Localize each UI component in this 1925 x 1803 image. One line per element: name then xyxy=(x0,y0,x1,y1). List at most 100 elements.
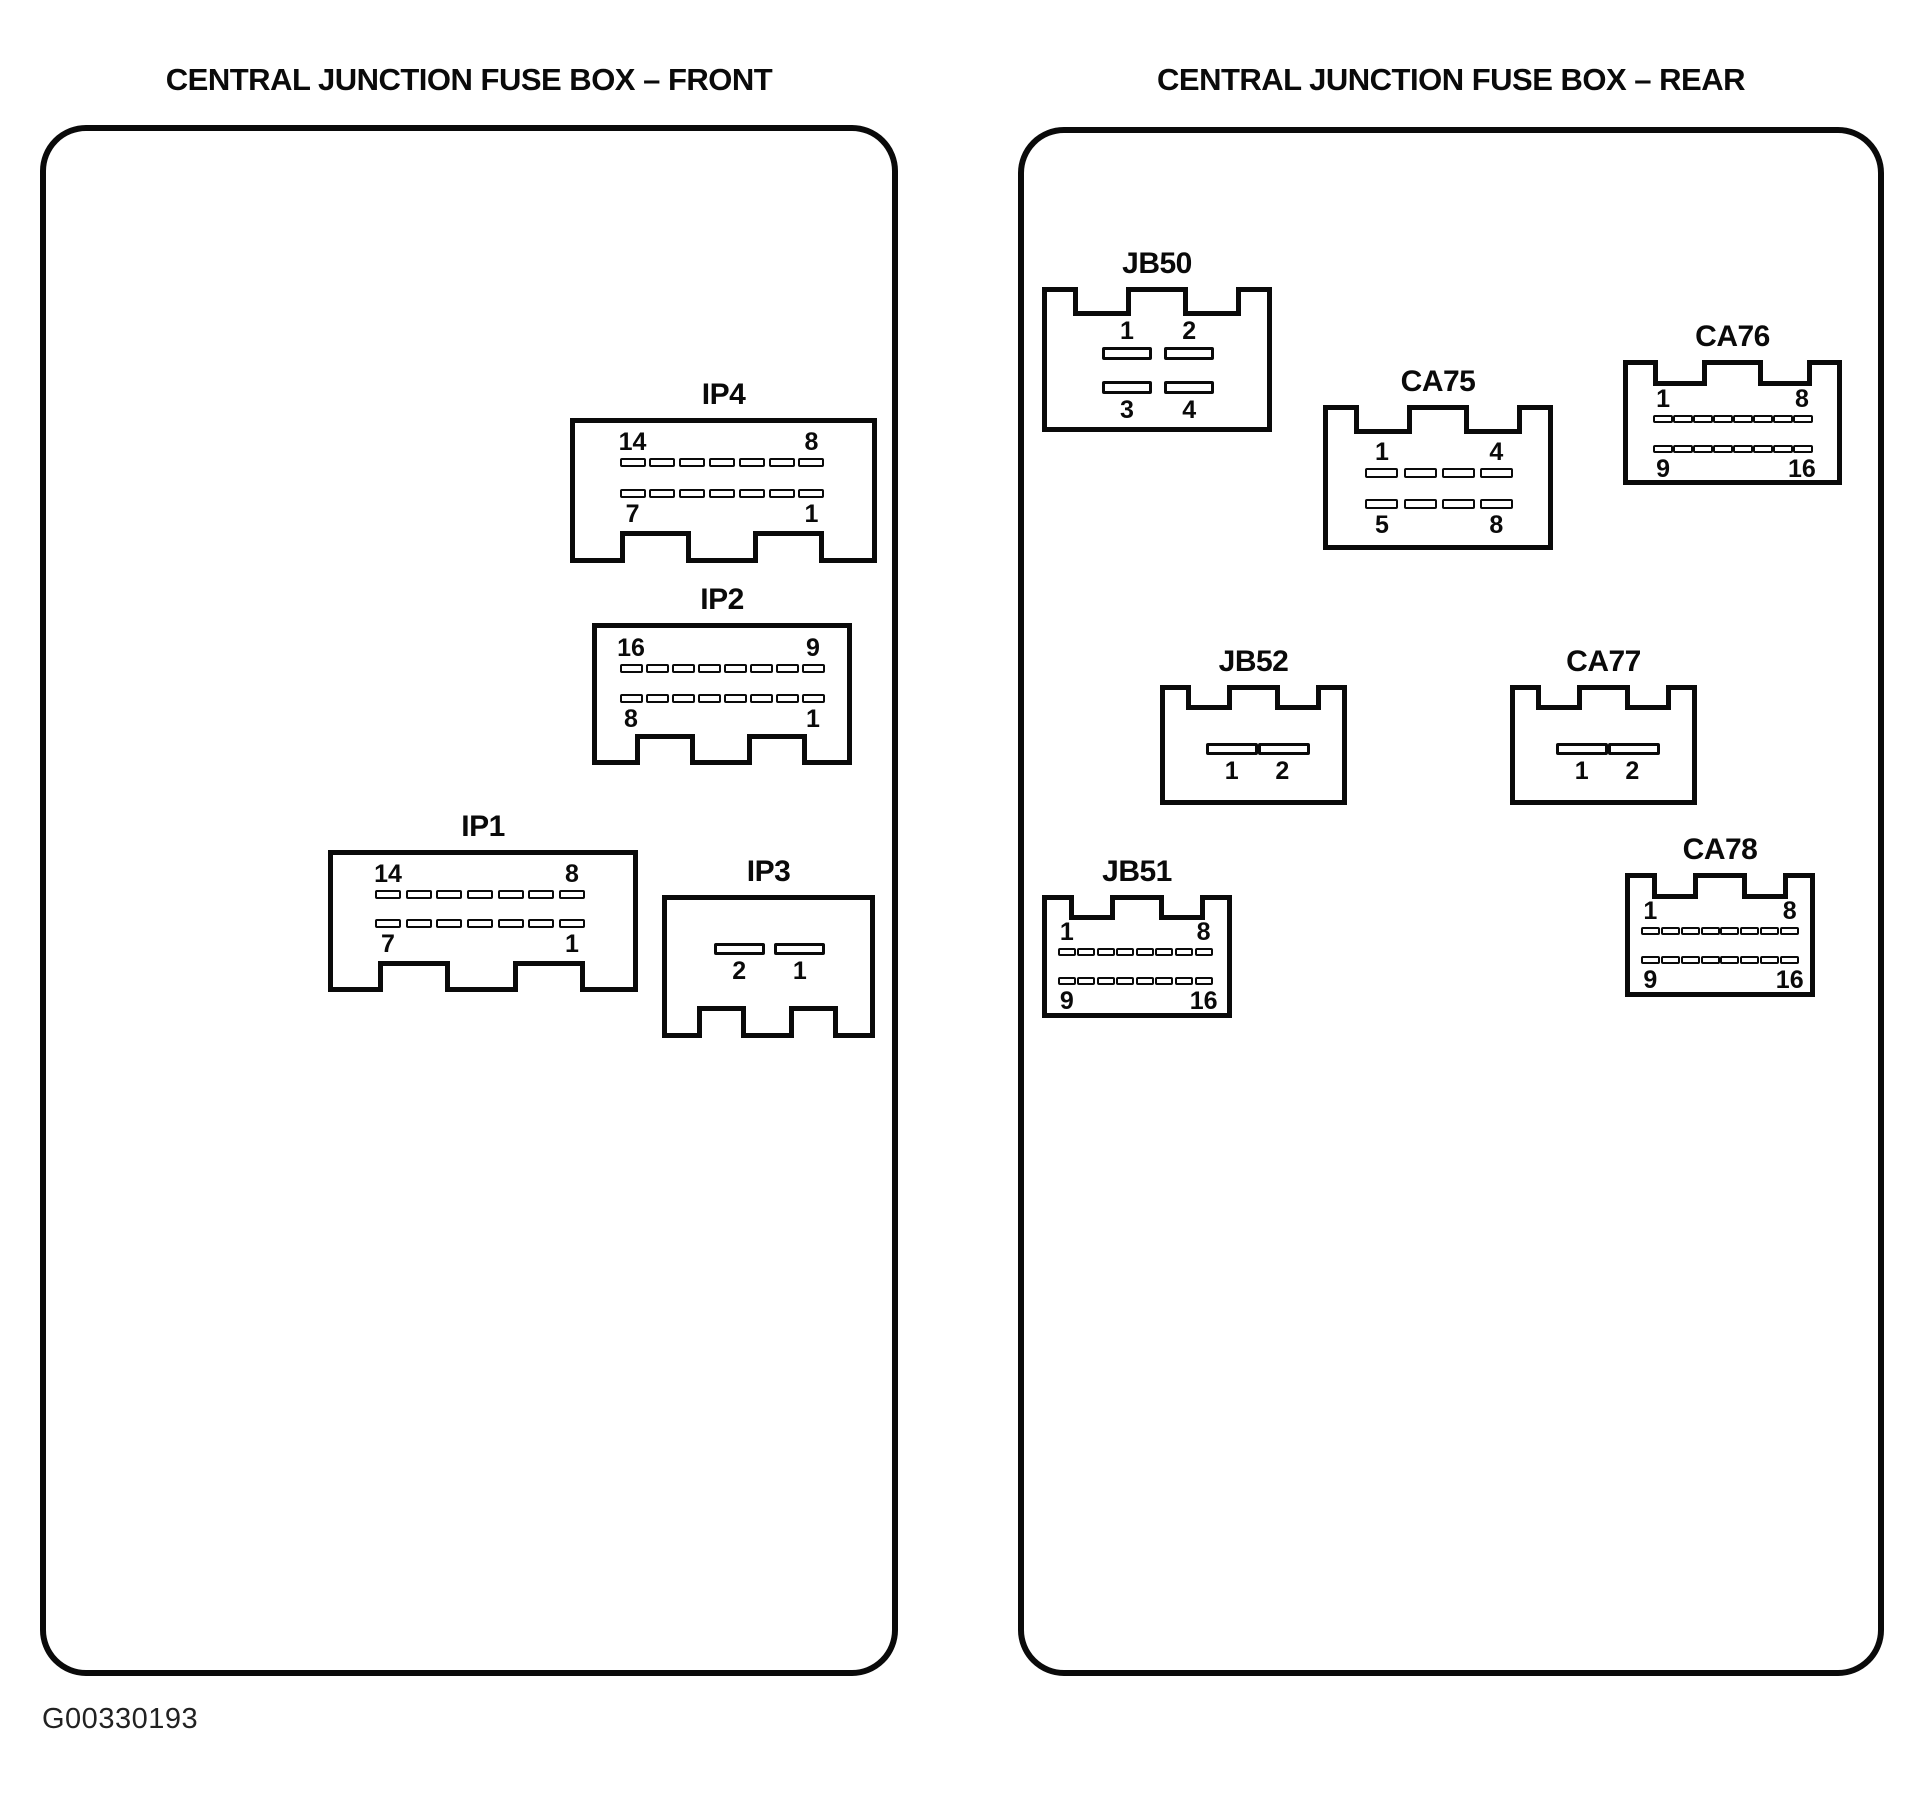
pin-number-label: 1 xyxy=(1656,385,1671,413)
pin-number-label: 7 xyxy=(381,930,395,958)
pin xyxy=(671,664,695,673)
pin xyxy=(1660,927,1680,935)
pin xyxy=(1102,381,1152,394)
pin-number-label: 7 xyxy=(625,500,640,528)
connector-ca76-label: CA76 xyxy=(1695,320,1770,353)
pin-row xyxy=(619,664,825,673)
connector-notch xyxy=(747,733,807,765)
pin-row xyxy=(1057,948,1213,956)
pin xyxy=(528,919,555,928)
connector-jb52: JB52 1 2 xyxy=(1160,645,1347,805)
pin xyxy=(1733,415,1754,423)
pin xyxy=(1116,977,1135,985)
pin xyxy=(649,458,676,467)
pin xyxy=(1780,927,1800,935)
pin-row xyxy=(1365,499,1513,509)
pin xyxy=(697,664,721,673)
pin-number-label: 8 xyxy=(565,860,579,888)
connector-notch xyxy=(788,1006,838,1038)
pin xyxy=(1673,445,1694,453)
pin xyxy=(1077,948,1096,956)
pin-number-label: 8 xyxy=(1196,918,1211,946)
pin xyxy=(558,890,585,899)
pin xyxy=(1720,956,1740,964)
pin xyxy=(436,919,463,928)
pin xyxy=(375,890,401,899)
pin xyxy=(775,694,799,703)
pin xyxy=(497,890,524,899)
connector-ca77-label: CA77 xyxy=(1566,645,1641,678)
pin-row xyxy=(1653,445,1814,453)
pin xyxy=(1174,977,1193,985)
pin xyxy=(1555,743,1608,755)
pin xyxy=(1680,927,1700,935)
pin-row xyxy=(1102,347,1215,360)
pin xyxy=(1773,415,1794,423)
pin xyxy=(749,664,773,673)
pin xyxy=(738,489,765,498)
pin xyxy=(1740,956,1760,964)
pin-number-label: 2 xyxy=(1275,757,1290,785)
connector-notch xyxy=(1158,895,1206,921)
pin xyxy=(1135,977,1154,985)
pin xyxy=(466,919,493,928)
pin xyxy=(1164,381,1215,394)
pin-number-label: 9 xyxy=(1059,987,1074,1015)
pin xyxy=(1096,948,1115,956)
pin xyxy=(749,694,773,703)
pin-number-label: 1 xyxy=(565,930,579,958)
pin xyxy=(801,694,825,703)
pin-row xyxy=(375,890,585,899)
connector-ip2-label: IP2 xyxy=(700,583,744,616)
pin xyxy=(1155,977,1174,985)
pin-row xyxy=(619,489,825,498)
pin xyxy=(1640,927,1660,935)
pin-number-label: 9 xyxy=(806,634,820,662)
rear-box-title: CENTRAL JUNCTION FUSE BOX – REAR xyxy=(1157,62,1746,97)
pin xyxy=(671,694,695,703)
pin xyxy=(1164,347,1215,360)
pin-row xyxy=(1555,743,1660,755)
pin xyxy=(1174,948,1193,956)
pin xyxy=(1713,415,1734,423)
pin-number-label: 1 xyxy=(1059,918,1074,946)
pin-row xyxy=(375,919,585,928)
pin xyxy=(466,890,493,899)
connector-notch xyxy=(513,960,585,992)
pin-number-label: 1 xyxy=(1643,897,1658,925)
pin-number-label: 1 xyxy=(1224,757,1239,785)
connector-ip4-label: IP4 xyxy=(701,378,746,411)
pin xyxy=(1713,445,1734,453)
pin xyxy=(1673,415,1694,423)
pin xyxy=(1693,445,1714,453)
pin xyxy=(619,458,646,467)
pin xyxy=(1693,415,1714,423)
pin xyxy=(619,664,643,673)
pin xyxy=(801,664,825,673)
pin xyxy=(1257,743,1310,755)
pin-number-label: 9 xyxy=(1643,966,1658,994)
pin xyxy=(1720,927,1740,935)
connector-notch xyxy=(1068,895,1116,921)
pin xyxy=(1077,977,1096,985)
pin-number-label: 1 xyxy=(1374,438,1389,466)
pin-number-label: 9 xyxy=(1656,455,1671,483)
connector-ip3-label: IP3 xyxy=(746,855,791,888)
pin-number-label: 16 xyxy=(1775,966,1804,994)
pin xyxy=(1753,445,1774,453)
pin xyxy=(1057,977,1076,985)
connector-jb52-label: JB52 xyxy=(1218,645,1289,678)
pin-row xyxy=(1205,743,1310,755)
pin xyxy=(774,943,826,955)
connector-ca78-label: CA78 xyxy=(1682,833,1758,866)
pin-row xyxy=(619,458,825,467)
pin xyxy=(1194,977,1213,985)
pin xyxy=(697,694,721,703)
pin xyxy=(713,943,765,955)
